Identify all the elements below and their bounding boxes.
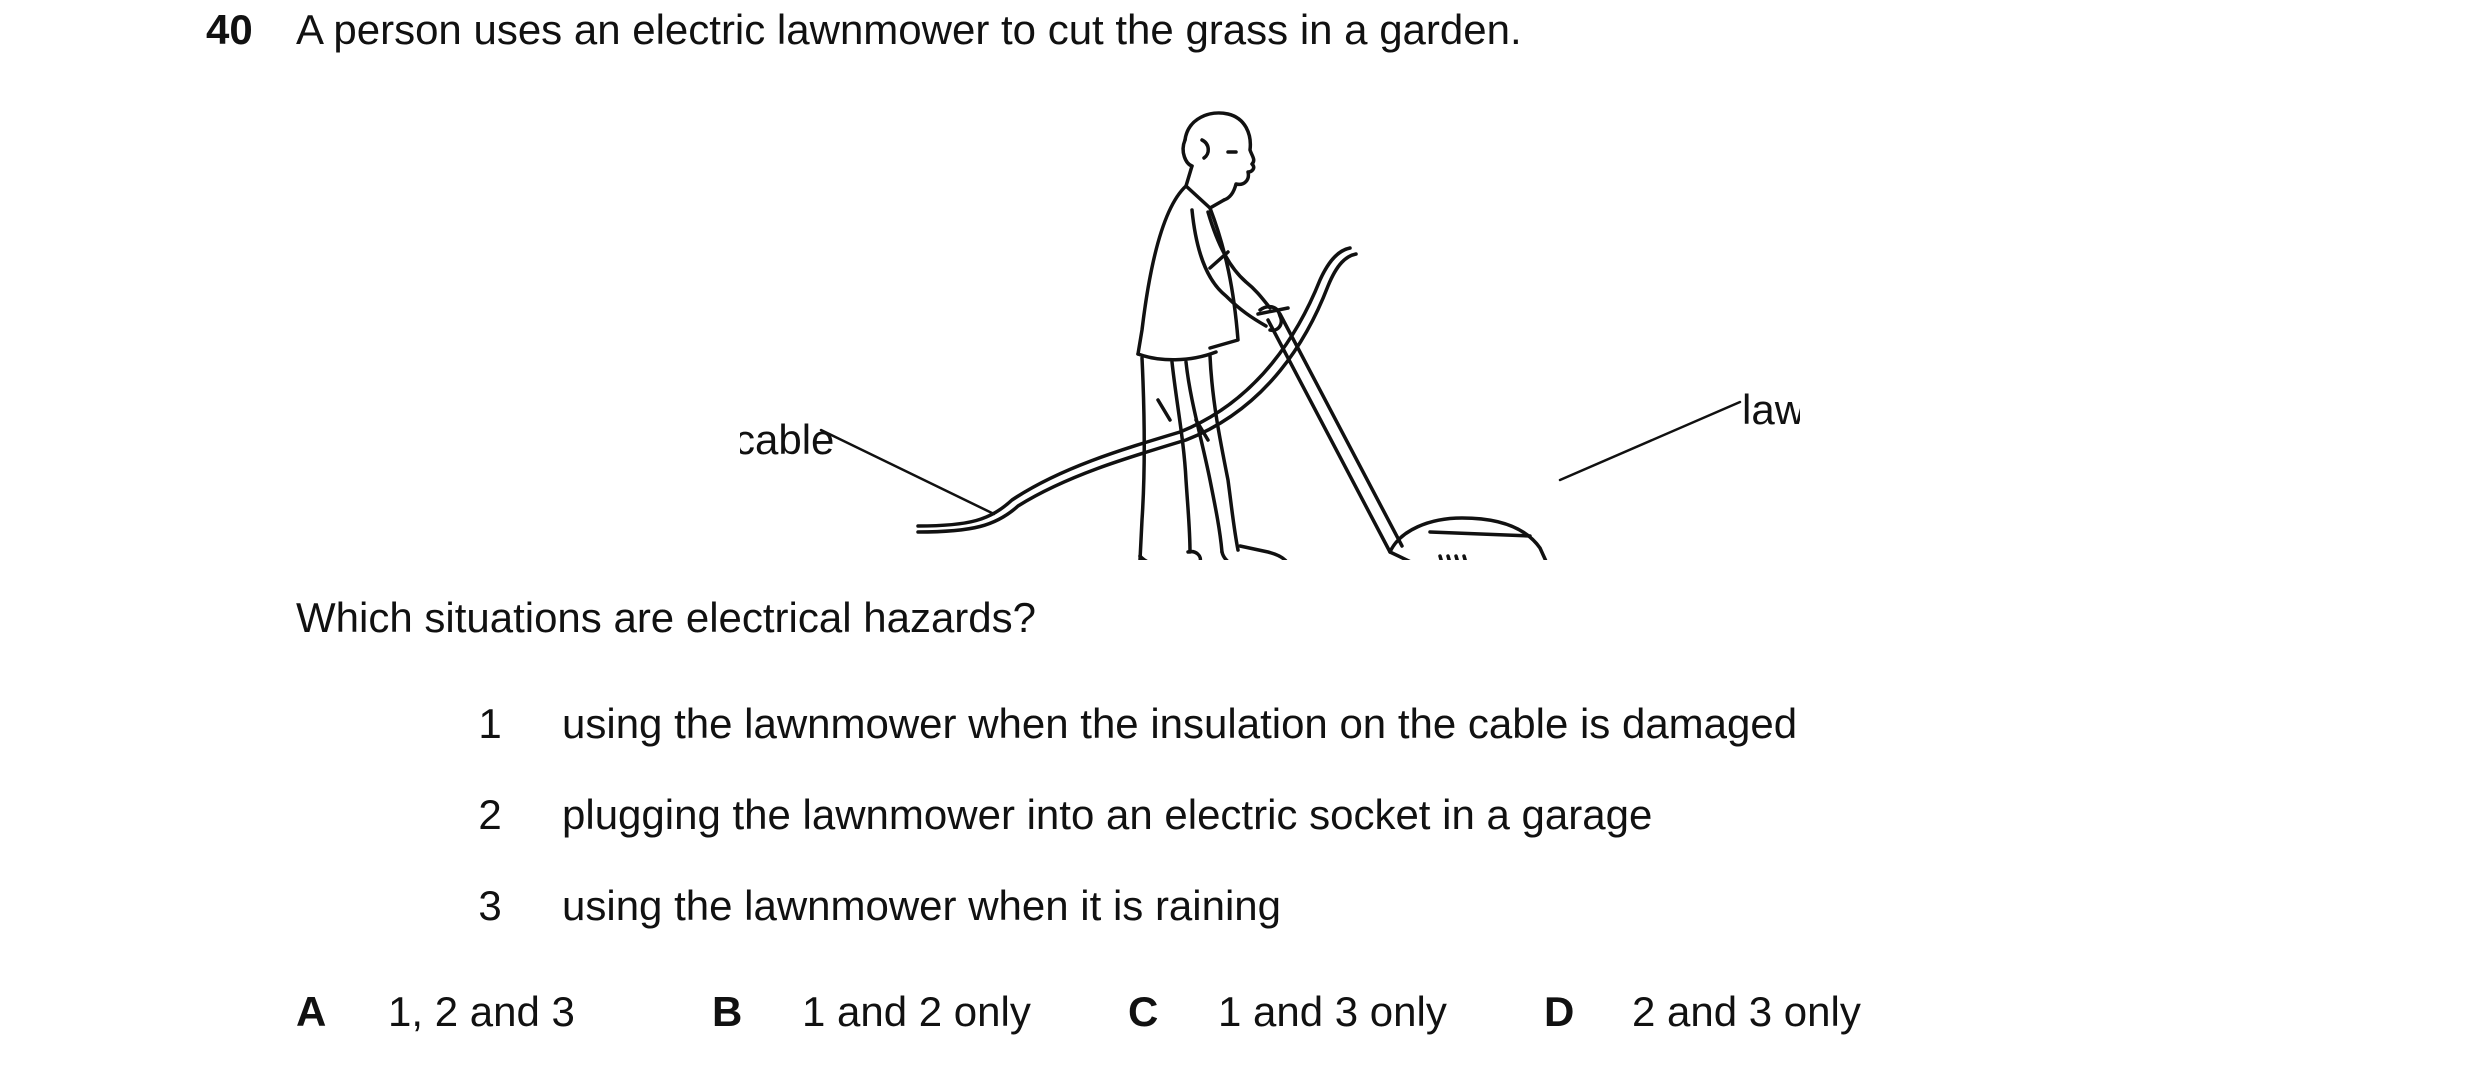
- statement-number: 1: [478, 700, 502, 747]
- lawnmower-drawing: [1256, 306, 1548, 560]
- option-letter-b[interactable]: B: [712, 988, 743, 1035]
- option-text-b[interactable]: 1 and 2 only: [802, 988, 1031, 1035]
- option-text-a[interactable]: 1, 2 and 3: [388, 988, 575, 1035]
- option-letter-c[interactable]: C: [1128, 988, 1159, 1035]
- statement-text: using the lawnmower when it is raining: [562, 882, 1282, 929]
- lawnmower-illustration: cable lawnmower: [740, 111, 1800, 560]
- option-letter-a[interactable]: A: [296, 988, 327, 1035]
- statement-text: using the lawnmower when the insulation …: [562, 700, 1798, 747]
- question-stem: A person uses an electric lawnmower to c…: [296, 6, 1522, 53]
- cable-label: cable: [740, 416, 834, 463]
- lawnmower-leader-line: [1558, 400, 1742, 482]
- option-letter-d[interactable]: D: [1544, 988, 1575, 1035]
- option-text-c[interactable]: 1 and 3 only: [1218, 988, 1447, 1035]
- statement-number: 2: [478, 791, 502, 838]
- cable-drawing: [916, 246, 1358, 534]
- lawnmower-label: lawnmower: [1742, 386, 1800, 433]
- question-number: 40: [206, 6, 253, 53]
- cable-leader-line: [819, 428, 996, 516]
- option-text-d[interactable]: 2 and 3 only: [1632, 988, 1861, 1035]
- statement-text: plugging the lawnmower into an electric …: [562, 791, 1653, 838]
- statement-number: 3: [478, 882, 502, 929]
- lawnmower-figure: cable lawnmower: [740, 100, 1800, 560]
- person-drawing: [1136, 111, 1288, 560]
- question-prompt: Which situations are electrical hazards?: [296, 594, 1037, 641]
